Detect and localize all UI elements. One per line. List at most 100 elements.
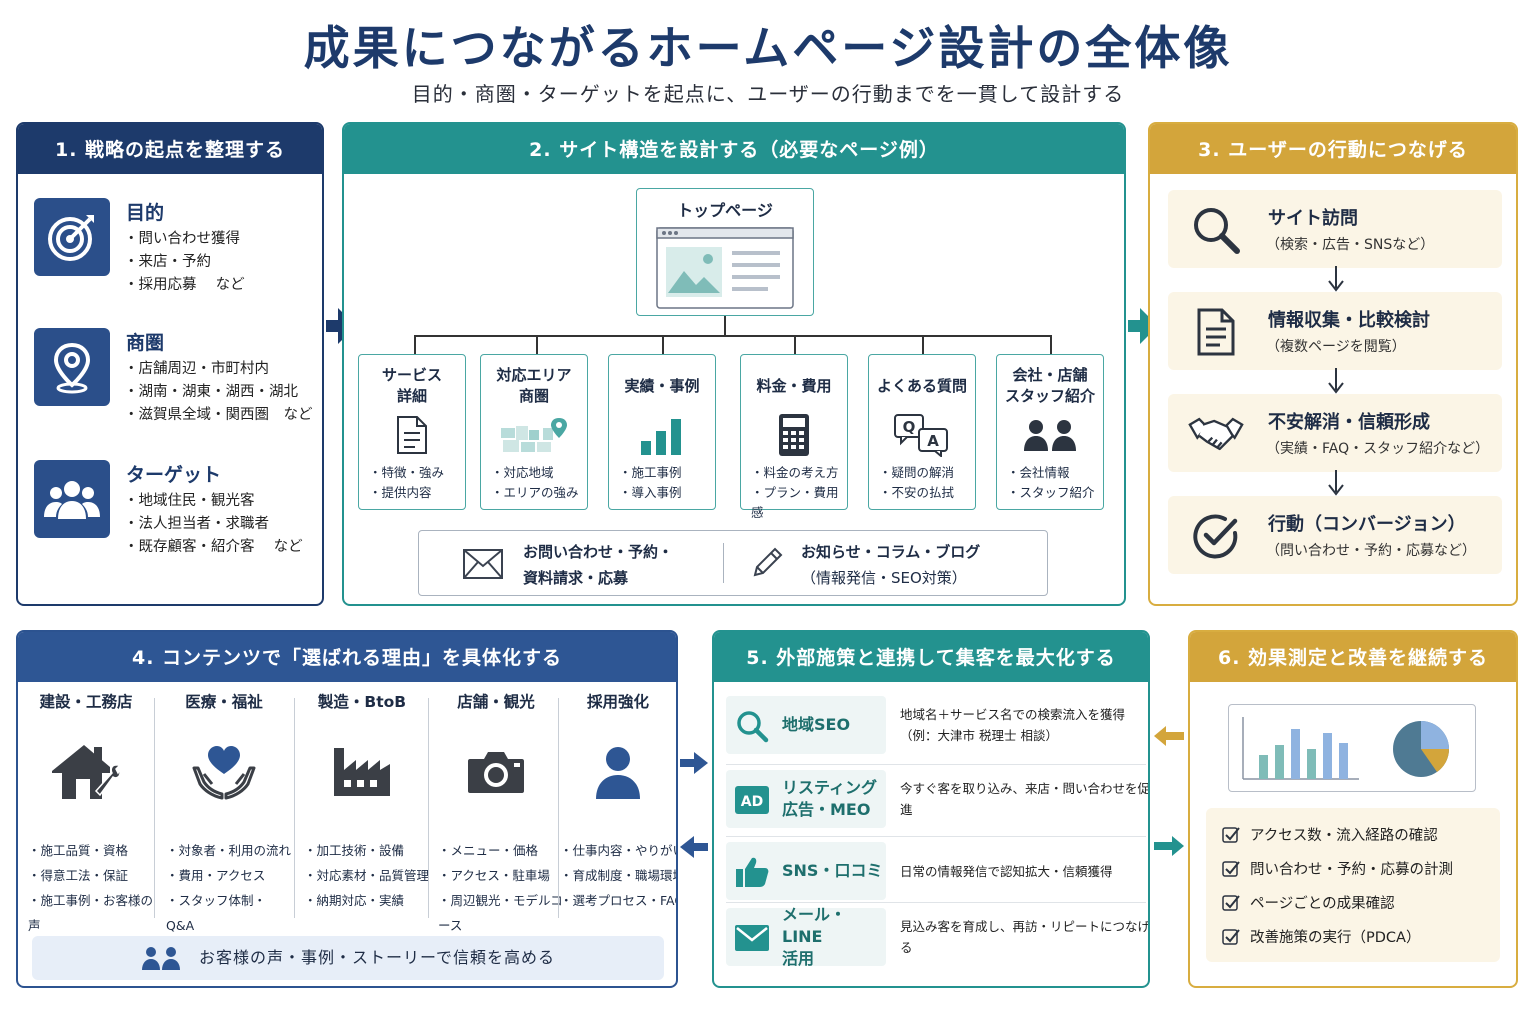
checkbox-icon bbox=[1222, 826, 1240, 843]
panel-user-action: 3. ユーザーの行動につなげる サイト訪問 （検索・広告・SNSなど） 情報収集… bbox=[1148, 122, 1518, 606]
arrow-down-icon bbox=[1328, 368, 1344, 394]
arrow-left-icon bbox=[680, 836, 708, 858]
contact-pages-label: お問い合わせ・予約・ 資料請求・応募 bbox=[523, 539, 673, 591]
camera-icon bbox=[428, 730, 564, 814]
tree-connector bbox=[1050, 335, 1052, 354]
panel-external-heading: 5. 外部施策と連携して集客を最大化する bbox=[714, 632, 1148, 682]
page-node-line: ・スタッフ紹介 bbox=[1007, 485, 1095, 500]
top-page-node: トップページ bbox=[636, 188, 814, 316]
step-title: 行動（コンバージョン） bbox=[1268, 514, 1466, 535]
page-node-area: 対応エリア商圏 ・対応地域・エリアの強み bbox=[480, 354, 588, 510]
page-node-line: ・料金の考え方 bbox=[751, 465, 839, 480]
external-row-name-line: SNS・口コミ bbox=[782, 861, 883, 880]
step-conversion: 行動（コンバージョン） （問い合わせ・予約・応募など） bbox=[1168, 496, 1502, 574]
page-node-title: スタッフ紹介 bbox=[1004, 387, 1095, 405]
contact-pages-line: お問い合わせ・予約・ bbox=[523, 543, 674, 561]
external-row-desc: 見込み客を育成し、再訪・リピートにつなげる bbox=[900, 919, 1150, 955]
tree-connector bbox=[922, 335, 924, 354]
ad-icon: AD bbox=[734, 782, 770, 818]
external-row-name: SNS・口コミ bbox=[782, 842, 882, 900]
common-pages-bar: お問い合わせ・予約・ 資料請求・応募 お知らせ・コラム・ブログ （情報発信・SE… bbox=[418, 530, 1048, 596]
page-node-title: サービス bbox=[381, 366, 442, 384]
content-col-title: 建設・工務店 bbox=[39, 693, 133, 711]
search-icon bbox=[734, 708, 770, 744]
external-row-name-line: 活用 bbox=[782, 949, 815, 968]
people-icon bbox=[141, 946, 180, 970]
handshake-icon bbox=[1188, 406, 1244, 462]
external-row-desc: （例：大津市 税理士 相談） bbox=[900, 728, 1058, 743]
target-icon bbox=[34, 198, 110, 276]
checklist-item: 改善施策の実行（PDCA） bbox=[1222, 926, 1420, 947]
content-col-line: ・周辺観光・モデルコース bbox=[438, 893, 563, 933]
panel-strategy: 1. 戦略の起点を整理する 目的 ・問い合わせ獲得 ・来店・予約 ・採用応募 な… bbox=[16, 122, 324, 606]
content-col-title: 採用強化 bbox=[586, 693, 649, 711]
page-node-company: 会社・店舗スタッフ紹介 ・会社情報・スタッフ紹介 bbox=[996, 354, 1104, 510]
document-icon bbox=[1188, 304, 1244, 360]
content-col-line: ・費用・アクセス bbox=[166, 868, 266, 883]
content-col-title: 医療・福祉 bbox=[185, 693, 263, 711]
document-icon bbox=[359, 411, 465, 459]
page-node-line: ・エリアの強み bbox=[491, 485, 579, 500]
news-pages-line: お知らせ・コラム・ブログ bbox=[801, 543, 981, 561]
strategy-item-line: ・問い合わせ獲得 bbox=[124, 231, 240, 247]
page-node-line: ・不安の払拭 bbox=[879, 485, 955, 500]
column-divider bbox=[428, 698, 429, 918]
step-sub: （複数ページを閲覧） bbox=[1266, 339, 1406, 355]
tree-connector bbox=[662, 335, 664, 354]
checkbox-icon bbox=[1222, 928, 1240, 945]
strategy-item-line: ・湖南・湖東・湖西・湖北 bbox=[124, 384, 298, 400]
tree-connector bbox=[414, 335, 416, 354]
step-trust: 不安解消・信頼形成 （実績・FAQ・スタッフ紹介など） bbox=[1168, 394, 1502, 472]
panel-external: 5. 外部施策と連携して集客を最大化する 地域SEO 地域名＋サービス名での検索… bbox=[712, 630, 1150, 988]
analytics-chart-icon bbox=[1228, 704, 1476, 792]
panel-measurement-heading: 6. 効果測定と改善を継続する bbox=[1190, 632, 1516, 682]
external-row-name: リスティング広告・MEO bbox=[782, 770, 877, 828]
voice-banner-text: お客様の声・事例・ストーリーで信頼を高める bbox=[198, 948, 556, 967]
top-page-label: トップページ bbox=[677, 201, 773, 220]
step-sub: （問い合わせ・予約・応募など） bbox=[1266, 543, 1476, 559]
map-pin-icon bbox=[34, 328, 110, 406]
step-visit: サイト訪問 （検索・広告・SNSなど） bbox=[1168, 190, 1502, 268]
checklist-item: アクセス数・流入経路の確認 bbox=[1222, 824, 1438, 845]
page-node-service: サービス詳細 ・特徴・強み・提供内容 bbox=[358, 354, 466, 510]
external-row-desc: 地域名＋サービス名での検索流入を獲得 bbox=[900, 707, 1126, 722]
panel-strategy-heading: 1. 戦略の起点を整理する bbox=[18, 124, 322, 174]
page-node-price: 料金・費用 ・料金の考え方・プラン・費用感 bbox=[740, 354, 848, 520]
content-col-title: 店舗・観光 bbox=[457, 693, 535, 711]
heart-hands-icon bbox=[156, 730, 292, 814]
row-divider bbox=[726, 764, 1146, 765]
arrow-down-icon bbox=[1328, 470, 1344, 496]
content-col-line: ・施工事例・お客様の声 bbox=[28, 893, 154, 933]
external-row-seo: 地域SEO 地域名＋サービス名での検索流入を獲得 （例：大津市 税理士 相談） bbox=[726, 696, 1146, 756]
panel-contents-heading: 4. コンテンツで「選ばれる理由」を具体化する bbox=[18, 632, 676, 682]
arrow-right-icon bbox=[1154, 836, 1184, 856]
page-node-results: 実績・事例 ・施工事例・導入事例 bbox=[608, 354, 716, 510]
strategy-item-title: 目的 bbox=[126, 202, 165, 224]
external-row-name: 地域SEO bbox=[782, 696, 850, 754]
page-subtitle: 目的・商圏・ターゲットを起点に、ユーザーの行動までを一貫して設計する bbox=[411, 82, 1125, 106]
strategy-item-purpose: 目的 ・問い合わせ獲得 ・来店・予約 ・採用応募 など bbox=[34, 198, 322, 298]
content-col-line: ・スタッフ体制・Q&A bbox=[166, 893, 267, 933]
external-row-sns: SNS・口コミ 日常の情報発信で認知拡大・信頼獲得 bbox=[726, 842, 1146, 902]
factory-icon bbox=[294, 730, 430, 814]
news-pages-label: お知らせ・コラム・ブログ （情報発信・SEO対策） bbox=[801, 539, 980, 591]
content-col-line: ・対象者・利用の流れ bbox=[166, 843, 292, 858]
panel-site-structure-heading: 2. サイト構造を設計する（必要なページ例） bbox=[344, 124, 1124, 174]
strategy-item-line: ・法人担当者・求職者 bbox=[124, 516, 269, 532]
panel-user-action-heading: 3. ユーザーの行動につなげる bbox=[1150, 124, 1516, 174]
strategy-item-target: ターゲット ・地域住民・観光客 ・法人担当者・求職者 ・既存顧客・紹介客 など bbox=[34, 460, 322, 560]
bar-divider bbox=[723, 543, 724, 583]
content-col-line: ・仕事内容・やりがい bbox=[560, 843, 678, 858]
svg-text:A: A bbox=[927, 432, 939, 450]
page-node-line: ・導入事例 bbox=[619, 485, 682, 500]
tree-connector bbox=[724, 316, 726, 336]
search-icon bbox=[1188, 202, 1244, 258]
external-row-desc: 今すぐ客を取り込み、来店・問い合わせを促進 bbox=[900, 781, 1150, 817]
thumbs-up-icon bbox=[734, 854, 770, 890]
strategy-item-line: ・採用応募 など bbox=[124, 277, 245, 293]
step-sub: （検索・広告・SNSなど） bbox=[1266, 237, 1435, 253]
strategy-item-line: ・既存顧客・紹介客 など bbox=[124, 539, 303, 555]
